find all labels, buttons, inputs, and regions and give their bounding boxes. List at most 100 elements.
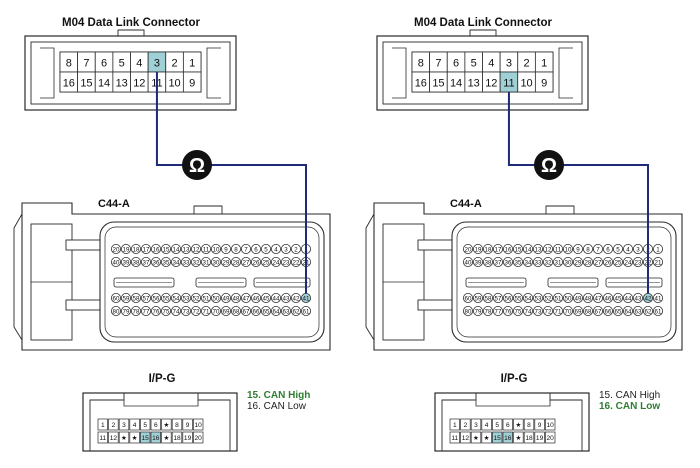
ipg-pin-cell — [161, 418, 172, 431]
ecu-pin-label: 51 — [203, 295, 210, 302]
ipg-pin-label: ★ — [132, 434, 138, 442]
dlc-right-latch — [558, 47, 573, 99]
ecu-pin — [170, 305, 181, 316]
dlc-pin-label: 3 — [506, 58, 512, 70]
ecu-pin-label: 41 — [303, 295, 310, 302]
ipg-pin-cell — [449, 418, 460, 431]
ipg-pin-label: 18 — [525, 435, 533, 442]
ecu-pin — [612, 305, 623, 316]
ecu-pin — [542, 243, 553, 254]
ipg-pin-cell — [161, 431, 172, 444]
ecu-pin — [622, 243, 633, 254]
ecu-pin-label: 65 — [263, 308, 270, 315]
dlc-pin-label: 3 — [154, 58, 160, 70]
ecu-pin-label: 60 — [113, 295, 120, 302]
ecu-pin — [482, 305, 493, 316]
ecu-pin — [160, 256, 171, 267]
ecu-pin-label: 19 — [123, 246, 130, 253]
ecu-pin — [190, 305, 201, 316]
ecu-pin — [270, 292, 281, 303]
ipg-pin-label: 2 — [464, 422, 468, 429]
dlc-pin-label: 1 — [189, 58, 195, 70]
ecu-pin — [492, 256, 503, 267]
ipg-pin-label: ★ — [473, 434, 479, 442]
ipg-pin-cell — [171, 418, 183, 431]
ipg-pin-label: 5 — [143, 422, 147, 429]
ipg-pin-cell — [182, 418, 193, 431]
ecu-pin-label: 19 — [475, 246, 482, 253]
ecu-pin-label: 1 — [656, 246, 660, 253]
ecu-pin — [652, 292, 663, 303]
ecu-pin — [632, 305, 643, 316]
ecu-pin-label: 64 — [273, 308, 280, 315]
ipg-pin-cell — [534, 431, 545, 444]
ecu-pin — [190, 256, 201, 267]
ecu-pin-label: 30 — [565, 259, 572, 266]
ipg-inner-frame — [89, 393, 231, 451]
ipg-pin-label: 10 — [547, 422, 555, 429]
ecu-pin-label: 34 — [173, 259, 180, 266]
ecu-pin — [250, 305, 261, 316]
ecu-pin-label: 39 — [123, 259, 130, 266]
ecu-pin-label: 31 — [203, 259, 210, 266]
ipg-pin-label: ★ — [163, 421, 169, 429]
ecu-pin — [562, 292, 573, 303]
ecu-pin — [160, 243, 171, 254]
ecu-pin — [502, 243, 513, 254]
ipg-pin-label: 8 — [175, 422, 179, 429]
ecu-pin — [592, 243, 603, 254]
ecu-pin — [210, 243, 221, 254]
ecu-pin-label: 15 — [163, 246, 170, 253]
ipg-pin-cell — [193, 418, 204, 431]
ecu-pin-label: 10 — [565, 246, 572, 253]
ecu-pin-label: 28 — [233, 259, 240, 266]
ipg-pin-label: 4 — [485, 422, 489, 429]
ipg-pin-cell — [534, 418, 545, 431]
ipg-pin-label: ★ — [515, 421, 521, 429]
ecu-pin-label: 47 — [595, 295, 602, 302]
ecu-pin-label: 27 — [595, 259, 602, 266]
ecu-pin — [140, 256, 151, 267]
ecu-pin — [240, 243, 251, 254]
legend-can-high: 15. CAN High — [599, 390, 660, 401]
ecu-pin — [592, 256, 603, 267]
ipg-key — [123, 400, 199, 407]
ecu-pin-label: 21 — [655, 259, 662, 266]
ecu-pin — [170, 292, 181, 303]
ipg-pin-label: 2 — [112, 422, 116, 429]
ecu-pin-label: 69 — [223, 308, 230, 315]
ecu-pin — [502, 256, 513, 267]
ipg-pin-label: 6 — [154, 422, 158, 429]
ipg-pin-label: ★ — [121, 434, 127, 442]
ecu-pin — [632, 256, 643, 267]
ecu-pin-label: 12 — [545, 246, 552, 253]
ipg-pin-label: 15 — [142, 435, 150, 442]
ecu-pin — [121, 305, 132, 316]
ipg-pin-label: 11 — [99, 435, 106, 442]
ipg-key — [475, 400, 551, 407]
ecu-pin-label: 26 — [253, 259, 260, 266]
ecu-pin-label: 43 — [635, 295, 642, 302]
ipg-pin-label: 5 — [495, 422, 499, 429]
ecu-pin — [542, 256, 553, 267]
dlc-top-key — [117, 29, 145, 36]
ecu-pin — [210, 292, 221, 303]
ecu-pin-label: 63 — [635, 308, 642, 315]
ipg-pin-label: 16 — [504, 435, 512, 442]
ecu-pin-label: 78 — [133, 308, 140, 315]
ecu-pin — [150, 305, 161, 316]
ecu-pin — [492, 305, 503, 316]
ecu-pin — [612, 256, 623, 267]
ecu-pin — [572, 305, 583, 316]
ecu-pin-label: 5 — [616, 246, 620, 253]
ecu-left-edge — [13, 213, 23, 341]
ecu-pin-label: 72 — [545, 308, 552, 315]
ecu-pin — [111, 256, 122, 267]
ecu-pin — [111, 243, 122, 254]
ohmmeter-symbol — [534, 150, 564, 180]
